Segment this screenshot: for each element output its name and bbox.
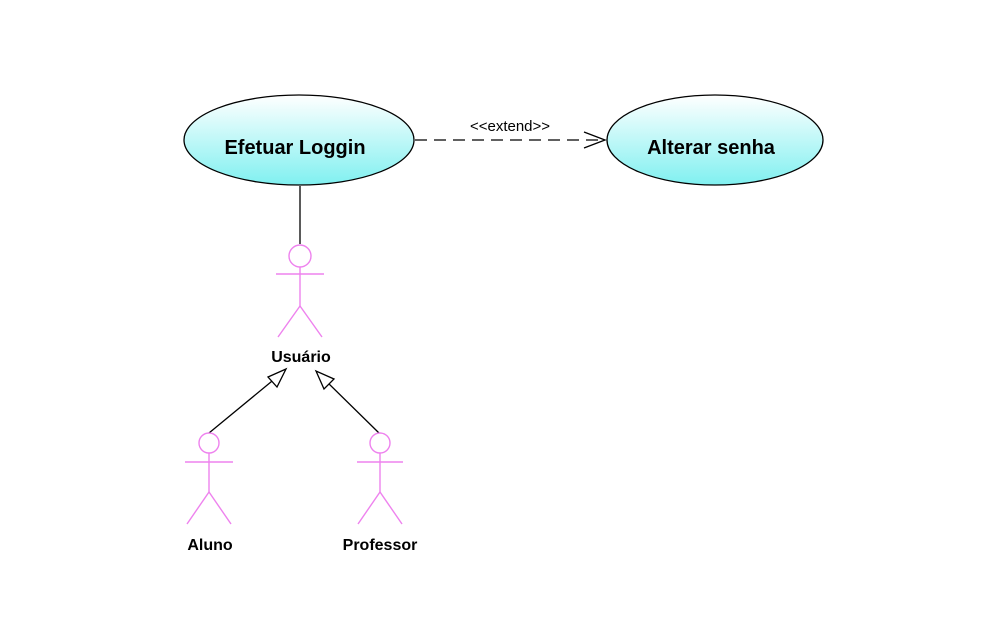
actor-stick-figure-icon <box>276 244 324 338</box>
extend-relationship: <<extend>> <box>415 118 607 149</box>
use-case-label: Alterar senha <box>647 137 776 159</box>
actor-stick-figure-icon <box>185 432 233 525</box>
actor-aluno[interactable]: Aluno <box>185 432 233 554</box>
generalization-professor-usuario <box>314 369 380 434</box>
use-case-label: Efetuar Loggin <box>224 137 365 159</box>
actor-label: Professor <box>343 537 418 554</box>
actor-label: Aluno <box>187 537 233 554</box>
extend-label: <<extend>> <box>470 118 550 135</box>
actor-stick-figure-icon <box>357 432 403 525</box>
use-case-ellipse <box>606 94 824 186</box>
actor-usuario[interactable]: Usuário <box>271 244 331 366</box>
generalization-arrowhead <box>266 367 288 389</box>
actor-professor[interactable]: Professor <box>343 432 418 554</box>
generalization-aluno-usuario <box>208 367 288 434</box>
use-case-alterar-senha[interactable]: Alterar senha <box>606 94 824 186</box>
use-case-ellipse <box>183 94 415 186</box>
extend-arrowhead <box>583 131 607 149</box>
generalization-arrowhead <box>314 369 336 391</box>
use-case-efetuar-loggin[interactable]: Efetuar Loggin <box>183 94 415 186</box>
actor-label: Usuário <box>271 349 331 366</box>
